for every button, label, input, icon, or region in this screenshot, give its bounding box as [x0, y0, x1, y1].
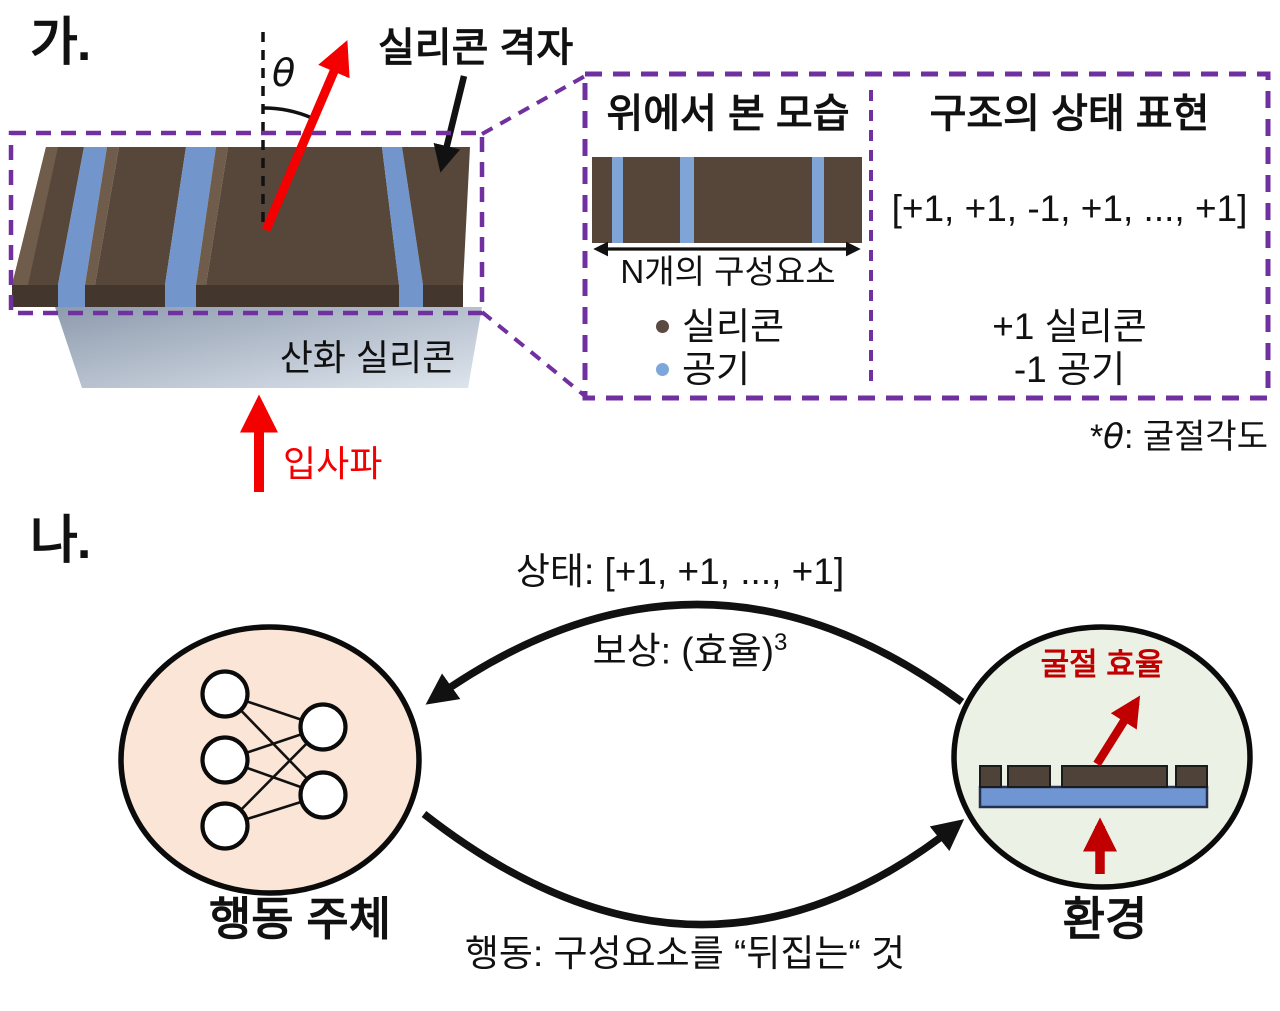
- diffracted-wave-arrow: [261, 40, 350, 232]
- neural-network-nodes: [200, 669, 348, 851]
- legend-silicon-label: 실리콘: [682, 306, 785, 347]
- top-view-rect: [592, 157, 862, 243]
- legend-silicon: 실리콘: [656, 306, 784, 347]
- panel-a-label: 가.: [30, 14, 91, 72]
- air-groove-front-1: [58, 285, 85, 307]
- grating-pointer-arrow: [433, 75, 468, 173]
- env-label: 환경: [1062, 893, 1148, 945]
- top-view-air-3: [812, 157, 824, 243]
- grating-front-face: [12, 285, 463, 307]
- air-groove-top-3: [382, 147, 423, 285]
- refraction-efficiency-arrow: [1093, 695, 1141, 767]
- theta-footnote: *θ: 굴절각도: [1000, 418, 1268, 456]
- n-elements-label: N개의 구성요소: [620, 253, 836, 290]
- silicon-block-side-3: [196, 147, 228, 285]
- air-groove-front-3: [399, 285, 423, 307]
- zoom-connector-bottom: [480, 310, 587, 398]
- footnote-star: *: [1089, 418, 1104, 456]
- agent-label: 행동 주체: [208, 893, 392, 945]
- state-message: 상태: [+1, +1, ..., +1]: [515, 551, 845, 592]
- silicon-grating-3d: [12, 147, 482, 388]
- silicon-grating-label: 실리콘 격자: [378, 26, 574, 70]
- legend-air: 공기: [656, 349, 750, 390]
- reward-base: 보상: (효율): [592, 630, 774, 672]
- legend-air-label: 공기: [682, 349, 751, 390]
- state-reward-arc-arrow: [425, 600, 965, 706]
- reward-exponent: 3: [774, 629, 788, 656]
- top-view-air-2: [680, 157, 694, 243]
- roi-dashed-box: [8, 130, 485, 316]
- inset-dashed-box: [582, 71, 1271, 401]
- silicon-bullet-icon: [656, 320, 669, 334]
- environment-circle: [951, 624, 1253, 890]
- incident-wave-label: 입사파: [283, 443, 383, 484]
- action-message: 행동: 구성요소를 “뒤집는“ 것: [464, 933, 906, 974]
- zoom-connector-top: [481, 74, 586, 136]
- oxide-substrate-label: 산화 실리콘: [279, 337, 456, 378]
- footnote-theta: θ: [1103, 417, 1124, 457]
- mapping-silicon: +1 실리콘: [992, 306, 1147, 347]
- silicon-block-top-3: [206, 147, 399, 285]
- agent-circle: [118, 624, 422, 896]
- air-bullet-icon: [656, 363, 669, 377]
- top-view-air-1: [612, 157, 623, 243]
- angle-arc: [262, 106, 313, 120]
- footnote-text: : 굴절각도: [1123, 418, 1268, 456]
- air-groove-top-2: [165, 147, 216, 285]
- air-groove-top-1: [58, 147, 107, 285]
- silicon-block-top-4: [402, 147, 470, 285]
- state-vector: [+1, +1, -1, +1, ..., +1]: [891, 188, 1248, 229]
- mini-grating: [978, 765, 1209, 809]
- reward-message: 보상: (효율)3: [480, 629, 900, 672]
- action-arc-arrow: [421, 811, 965, 929]
- panel-b-label: 나.: [30, 512, 91, 570]
- air-groove-front-2: [165, 285, 196, 307]
- inset-top-view-title: 위에서 본 모습: [606, 92, 850, 136]
- theta-symbol: θ: [272, 51, 296, 95]
- oxide-substrate-face: [55, 307, 482, 388]
- efficiency-label: 굴절 효율: [1040, 647, 1164, 682]
- silicon-block-side-1: [12, 147, 58, 285]
- mapping-air: -1 공기: [1013, 349, 1126, 390]
- silicon-block-top-2: [95, 147, 186, 285]
- inset-state-title: 구조의 상태 표현: [929, 92, 1210, 136]
- silicon-block-side-2: [85, 147, 119, 285]
